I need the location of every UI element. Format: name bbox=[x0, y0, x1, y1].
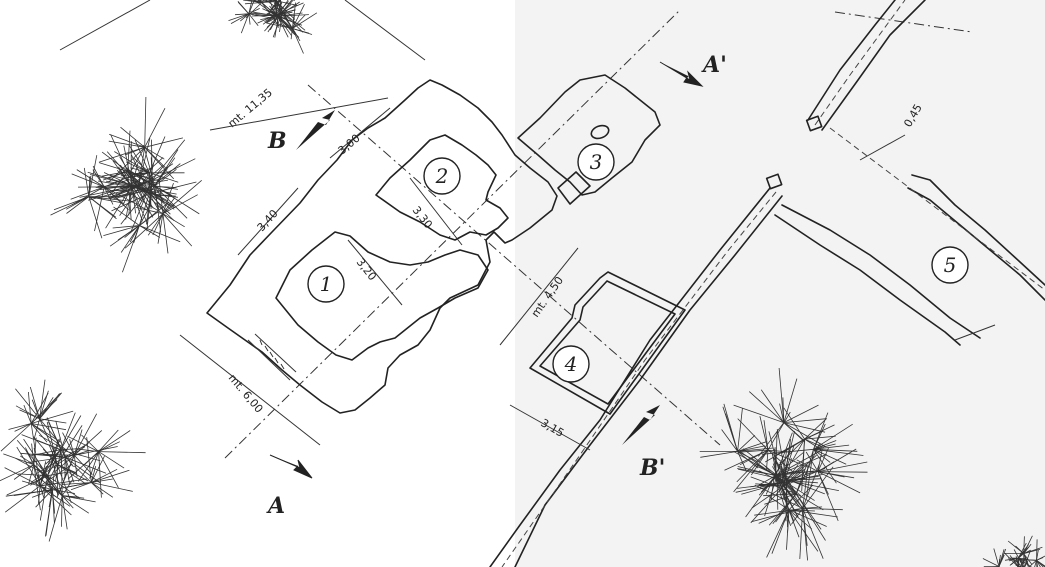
dimension-structure-4-width: 3,15 bbox=[539, 416, 567, 440]
wall-strip bbox=[514, 195, 783, 567]
north-wall-axis bbox=[814, 0, 906, 126]
well-icon bbox=[590, 124, 610, 140]
boundary-line bbox=[344, 0, 426, 61]
tree-icon bbox=[982, 535, 1045, 567]
boundary-tick bbox=[954, 324, 996, 341]
room-1-outline bbox=[275, 231, 489, 361]
dimension-structure-4-length: mt. 4,50 bbox=[529, 274, 566, 320]
wall-axis bbox=[501, 191, 777, 567]
svg-text:3: 3 bbox=[590, 150, 603, 174]
dimension-room-2: 3,30 bbox=[410, 204, 435, 231]
section-axis-b bbox=[307, 84, 721, 446]
structure-4-outline bbox=[529, 271, 686, 415]
structure-1-marker: 1 bbox=[307, 265, 345, 303]
section-label-b: B bbox=[267, 128, 287, 154]
section-label-b-prime: B' bbox=[639, 455, 665, 481]
staircase bbox=[247, 333, 297, 381]
svg-text:5: 5 bbox=[944, 253, 957, 277]
tree-icon bbox=[699, 367, 868, 561]
structure-3-annex bbox=[557, 171, 591, 205]
dimension-total-length: mt. 11,35 bbox=[226, 86, 275, 130]
section-label-a: A bbox=[266, 493, 285, 519]
structure-5-wall bbox=[911, 174, 1045, 286]
dimension-lines bbox=[179, 97, 906, 451]
dimension-bottom-length: mt. 6,00 bbox=[226, 372, 266, 416]
svg-text:4: 4 bbox=[564, 352, 578, 376]
north-wall bbox=[807, 0, 896, 121]
marker-post-icon bbox=[805, 115, 823, 132]
svg-text:1: 1 bbox=[320, 272, 333, 296]
dimension-left-width: 3,40 bbox=[255, 207, 281, 234]
wall-strip bbox=[489, 187, 771, 567]
tree-icon bbox=[228, 0, 318, 54]
section-label-a-prime: A' bbox=[701, 52, 727, 78]
structure-5-wall bbox=[774, 214, 961, 346]
structure-5-marker: 5 bbox=[931, 246, 969, 284]
north-wall bbox=[821, 0, 926, 131]
tree-icon bbox=[0, 379, 146, 542]
tree-icon bbox=[50, 96, 202, 273]
structure-5-wall bbox=[781, 204, 981, 339]
section-axis-a bbox=[224, 9, 681, 459]
building-outline bbox=[206, 79, 558, 414]
dimension-top-width: 3,00 bbox=[336, 132, 363, 158]
structure-2-marker: 2 bbox=[423, 157, 461, 195]
svg-text:2: 2 bbox=[435, 164, 449, 188]
room-2-outline bbox=[375, 134, 509, 241]
marker-post-icon bbox=[765, 173, 783, 190]
dimension-wall-gap: 0,45 bbox=[901, 102, 925, 130]
structure-4-inner bbox=[539, 280, 676, 405]
north-arrow-icon bbox=[269, 61, 704, 479]
structure-4-marker: 4 bbox=[552, 345, 590, 383]
dimension-room-1: 3,20 bbox=[354, 256, 379, 283]
structure-3-marker: 3 bbox=[577, 143, 615, 181]
boundary-line bbox=[59, 0, 151, 51]
wall-axis bbox=[829, 127, 1045, 291]
